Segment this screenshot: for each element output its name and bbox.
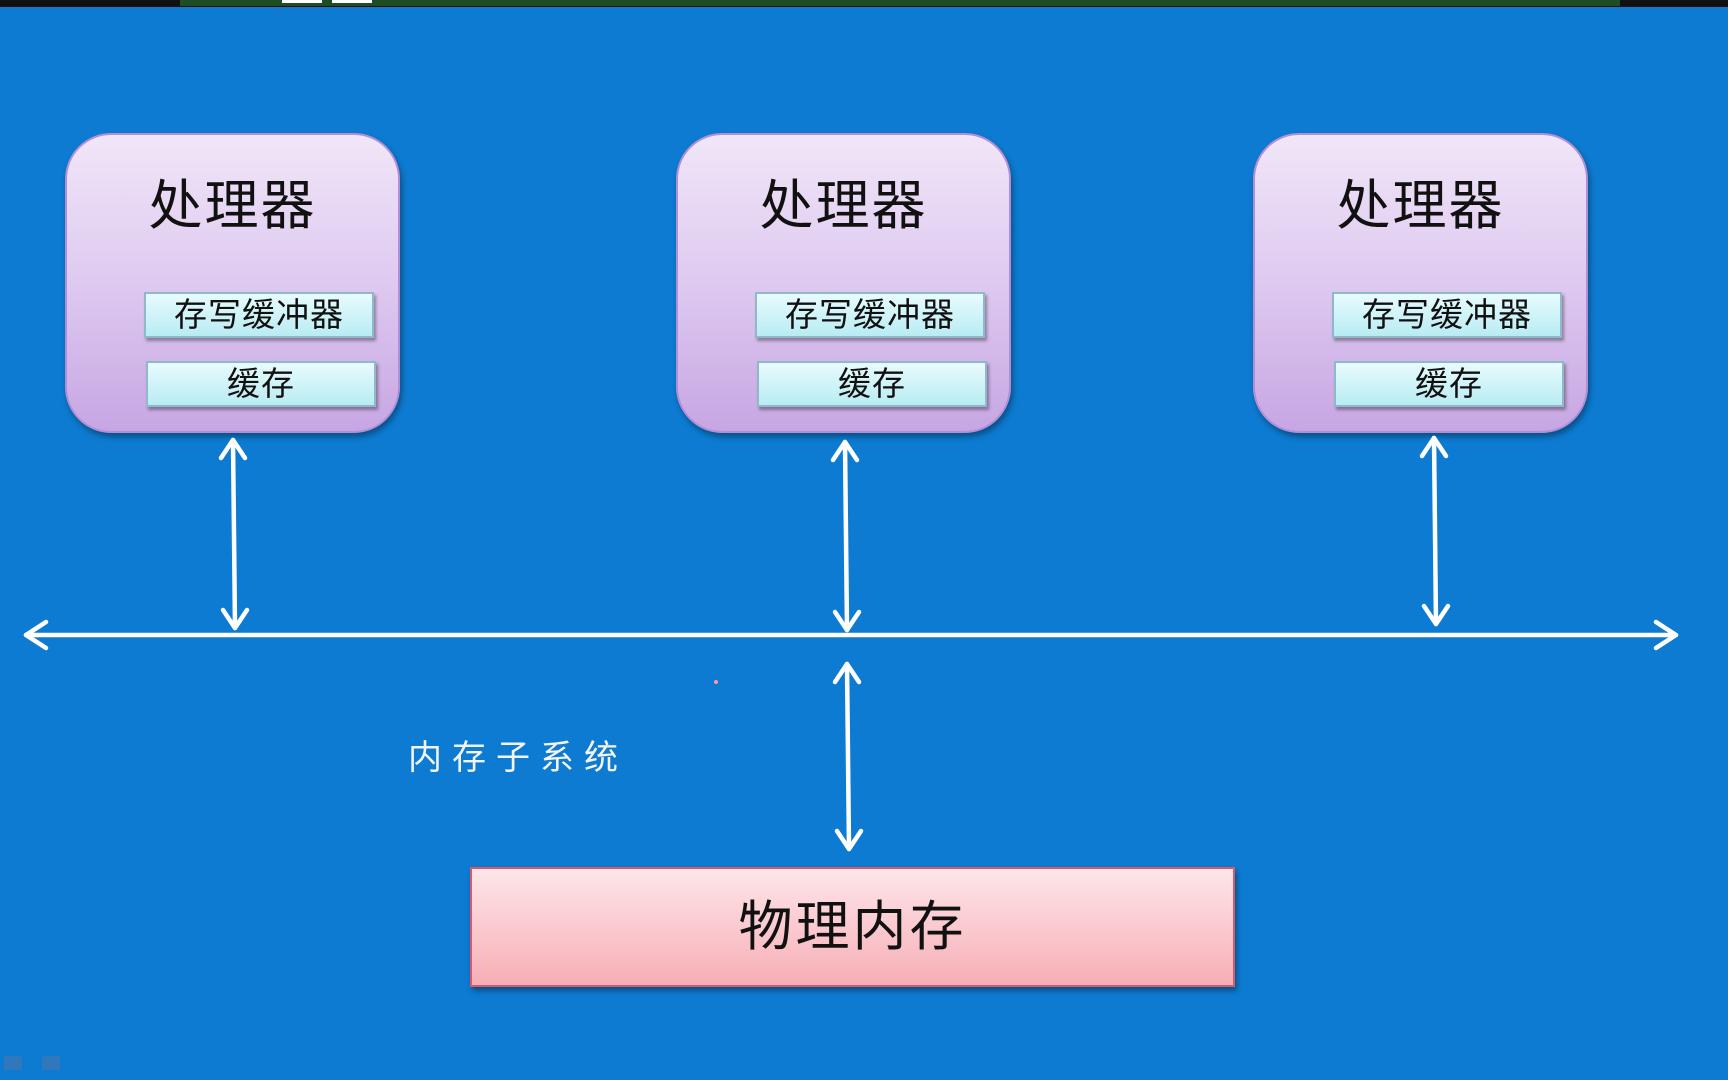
- arrowhead: [832, 661, 862, 685]
- arrowhead: [220, 607, 250, 631]
- memory-subsystem-label: 内存子系统: [408, 738, 628, 778]
- processor-3-connector: [1431, 435, 1439, 627]
- write-buffer-box: 存写缓冲器: [144, 292, 374, 338]
- processor-block-3: 处理器 存写缓冲器 缓存: [1253, 133, 1588, 433]
- processor-block-2: 处理器 存写缓冲器 缓存: [676, 133, 1011, 433]
- top-bar-mark: [332, 0, 372, 3]
- processor-2-connector: [842, 439, 850, 633]
- top-bar-strip: [180, 0, 1620, 6]
- bus-right-arrowhead: [1653, 619, 1679, 651]
- bus-left-arrowhead: [23, 619, 49, 651]
- processor-block-1: 处理器 存写缓冲器 缓存: [65, 133, 400, 433]
- write-buffer-box: 存写缓冲器: [1332, 292, 1562, 338]
- arrowhead: [1419, 435, 1449, 459]
- arrowhead: [830, 439, 860, 463]
- arrowhead: [1421, 603, 1451, 627]
- next-icon: [42, 1056, 60, 1070]
- processor-title: 处理器: [148, 174, 317, 237]
- arrowhead: [218, 437, 248, 461]
- cursor-dot: [714, 680, 718, 684]
- arrowhead: [834, 828, 864, 852]
- processor-title: 处理器: [1336, 174, 1505, 237]
- cache-box: 缓存: [1334, 361, 1564, 407]
- physical-memory-block: 物理内存: [470, 867, 1235, 987]
- arrowhead: [832, 609, 862, 633]
- cache-box: 缓存: [757, 361, 987, 407]
- slide-icon: [4, 1056, 22, 1070]
- top-bar-mark: [282, 0, 322, 3]
- memory-connector: [844, 661, 852, 852]
- write-buffer-box: 存写缓冲器: [755, 292, 985, 338]
- processor-title: 处理器: [759, 174, 928, 237]
- processor-1-connector: [230, 437, 238, 631]
- cache-box: 缓存: [146, 361, 376, 407]
